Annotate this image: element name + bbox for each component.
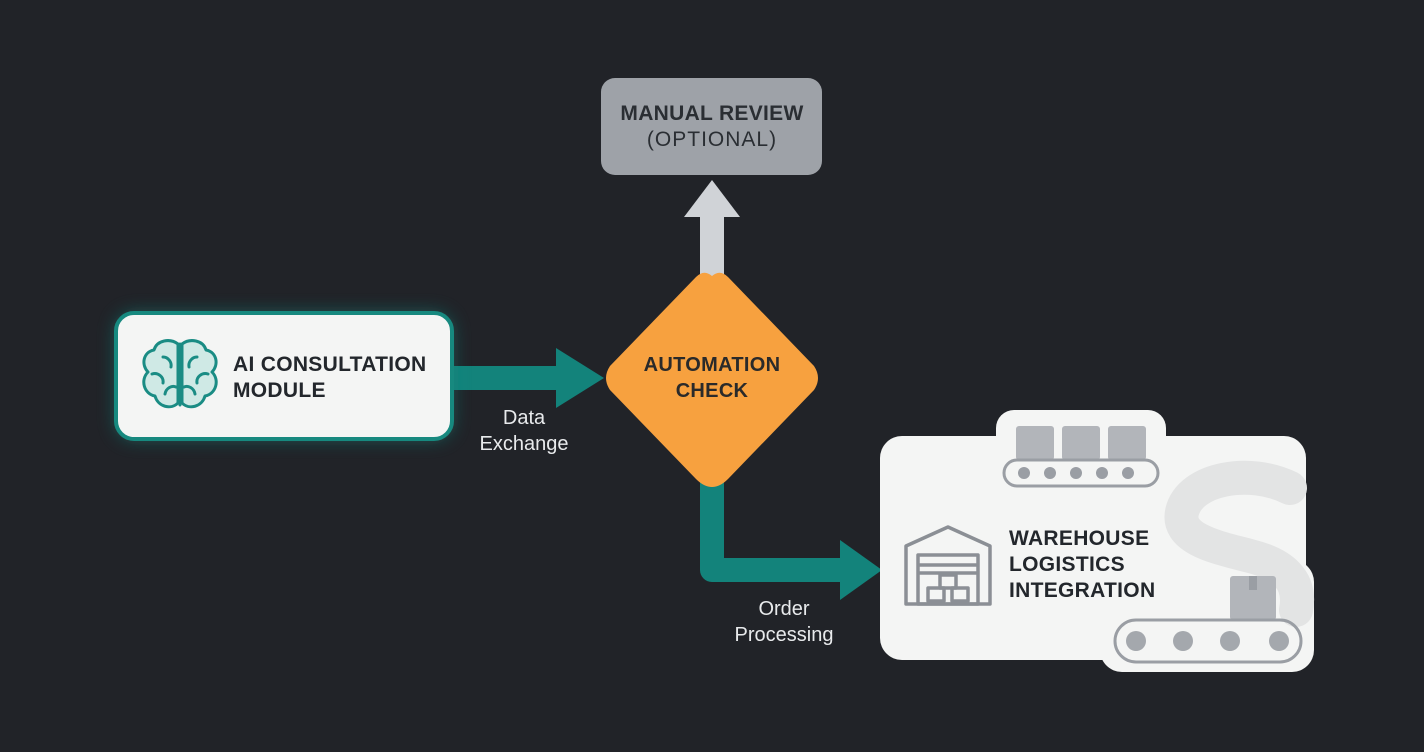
warehouse-label-line3: INTEGRATION (1009, 579, 1156, 602)
ai-label-line2: MODULE (233, 379, 326, 402)
manual-review-box (601, 78, 822, 175)
warehouse-label-line2: LOGISTICS (1009, 553, 1125, 576)
warehouse-icon (904, 525, 992, 606)
check-label-line2: CHECK (675, 380, 749, 402)
ai-consultation-label: AI CONSULTATION MODULE (233, 352, 426, 404)
order-processing-line1: Order (758, 598, 810, 620)
order-processing-arrow (700, 482, 882, 600)
review-label-line2: (OPTIONAL) (646, 128, 778, 151)
warehouse-label: WAREHOUSE LOGISTICS INTEGRATION (1009, 526, 1155, 604)
automation-check-diamond (606, 272, 818, 487)
data-exchange-arrow (452, 348, 604, 408)
ai-label-line1: AI CONSULTATION (233, 353, 427, 376)
bottom-conveyor-icon (1113, 576, 1303, 664)
manual-review-arrow (684, 180, 740, 276)
order-processing-line2: Processing (734, 624, 834, 646)
data-exchange-line1: Data (502, 407, 546, 429)
review-label-line1: MANUAL REVIEW (620, 102, 804, 125)
manual-review-label: MANUAL REVIEW (OPTIONAL) (602, 101, 822, 153)
automation-check-label: AUTOMATION CHECK (602, 352, 822, 404)
order-processing-label: Order Processing (718, 596, 850, 648)
watermark-swirl (1164, 460, 1315, 627)
top-conveyor-icon (1002, 426, 1160, 488)
brain-icon (142, 339, 218, 409)
check-label-line1: AUTOMATION (643, 354, 781, 376)
data-exchange-label: Data Exchange (462, 405, 586, 457)
warehouse-label-line1: WAREHOUSE (1009, 527, 1150, 550)
data-exchange-line2: Exchange (479, 433, 569, 455)
